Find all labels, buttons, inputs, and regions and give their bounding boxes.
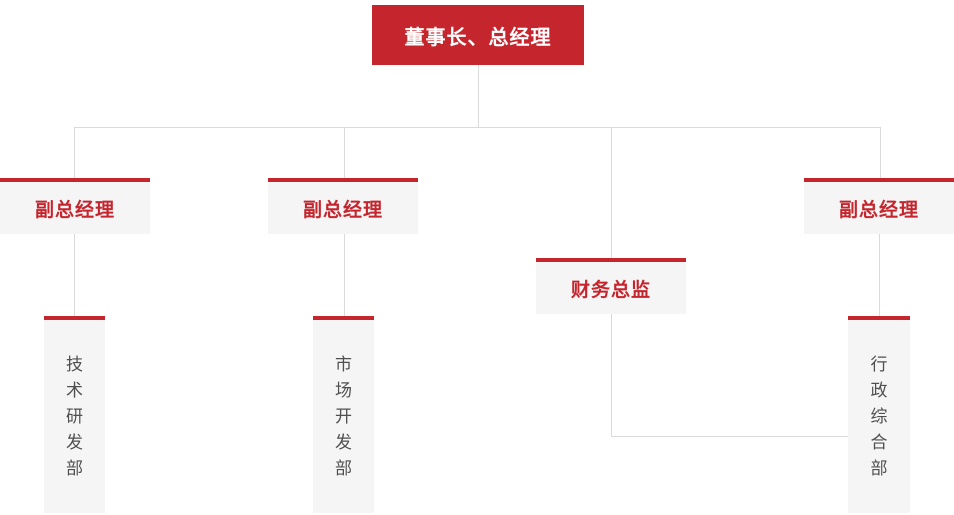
connector-cfo-elbow-horizontal [611, 436, 848, 437]
node-label: 副总经理 [302, 199, 383, 221]
connector-cfo-elbow-vertical [611, 314, 612, 436]
node-label: 市场开发部 [335, 354, 352, 478]
connector-vp-middle-dept [344, 234, 345, 316]
node-label: 董事长、总经理 [404, 26, 552, 49]
node-dept-market-dev: 市场开发部 [313, 316, 374, 513]
connector-drop-vp-middle [344, 127, 345, 178]
node-label: 财务总监 [570, 279, 651, 301]
node-label: 行政综合部 [870, 354, 888, 478]
node-label: 副总经理 [838, 199, 919, 221]
node-deputy-gm-left: 副总经理 [0, 178, 150, 234]
node-chairman-general-manager: 董事长、总经理 [372, 5, 584, 65]
connector-vp-left-dept [74, 234, 75, 316]
connector-vp-right-dept [879, 234, 880, 316]
node-label: 技术研发部 [66, 354, 83, 478]
connector-drop-cfo [611, 127, 612, 258]
node-deputy-gm-right: 副总经理 [804, 178, 954, 234]
node-dept-admin-general: 行政综合部 [848, 316, 910, 513]
node-label: 副总经理 [34, 199, 115, 221]
connector-root-drop [478, 65, 479, 127]
connector-level1-rail [74, 127, 880, 128]
connector-drop-vp-right [880, 127, 881, 178]
node-deputy-gm-middle: 副总经理 [268, 178, 418, 234]
connector-drop-vp-left [74, 127, 75, 178]
node-dept-tech-rd: 技术研发部 [44, 316, 105, 513]
node-finance-director: 财务总监 [536, 258, 686, 314]
